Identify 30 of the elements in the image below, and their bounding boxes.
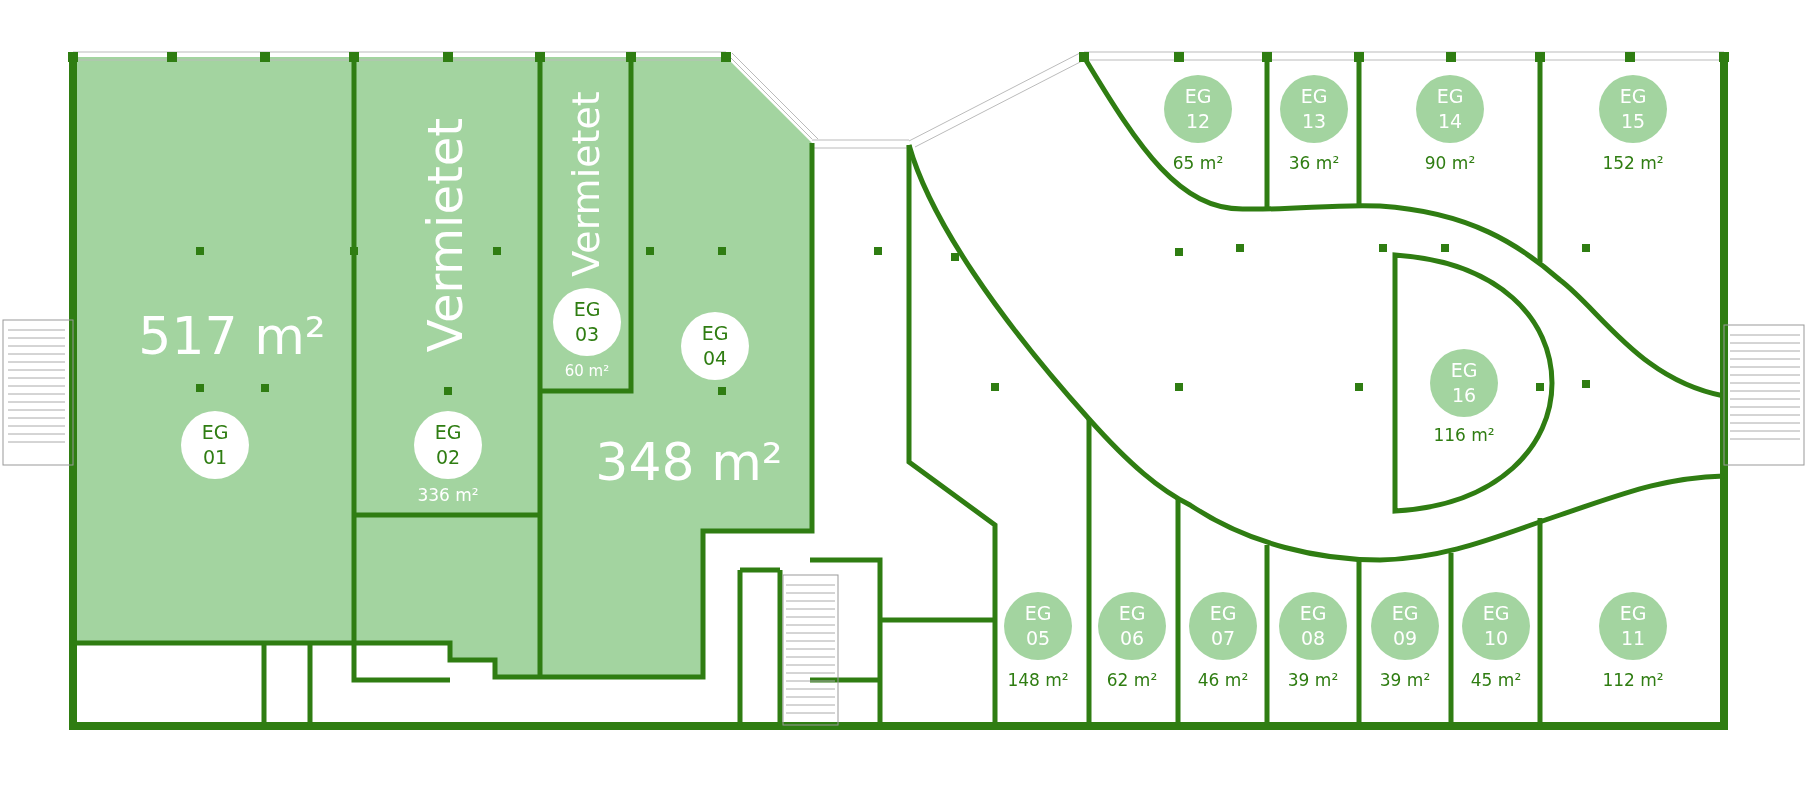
area-label: 62 m² [1106,670,1158,690]
room-number-badge: EG 07 [1189,592,1257,660]
area-label: 65 m² [1172,153,1224,173]
room-number-badge: EG 05 [1004,592,1072,660]
area-label: 112 m² [1602,670,1664,690]
room-number-badge: EG 08 [1279,592,1347,660]
rented-label: Vermietet [564,91,608,277]
area-label: 116 m² [1433,425,1495,445]
room-number-badge: EG 13 [1280,75,1348,143]
area-label: 36 m² [1288,153,1340,173]
room-number-badge: EG 09 [1371,592,1439,660]
room-number-badge: EG 10 [1462,592,1530,660]
area-label: 152 m² [1602,153,1664,173]
room-number-badge: EG 14 [1416,75,1484,143]
area-label: 148 m² [1007,670,1069,690]
area-label: 336 m² [417,485,479,505]
area-label: 46 m² [1197,670,1249,690]
area-label: 39 m² [1287,670,1339,690]
area-label: 39 m² [1379,670,1431,690]
room-number-badge: EG 15 [1599,75,1667,143]
rented-label: Vermietet [417,117,473,353]
area-label: 90 m² [1424,153,1476,173]
area-label: 517 m² [138,306,326,366]
area-label: 348 m² [595,432,783,492]
room-number-badge: EG 06 [1098,592,1166,660]
area-label: 60 m² [564,362,610,380]
room-number-badge: EG 11 [1599,592,1667,660]
room-number-badge: EG 16 [1430,349,1498,417]
area-label: 45 m² [1470,670,1522,690]
room-number-badge: EG 12 [1164,75,1232,143]
